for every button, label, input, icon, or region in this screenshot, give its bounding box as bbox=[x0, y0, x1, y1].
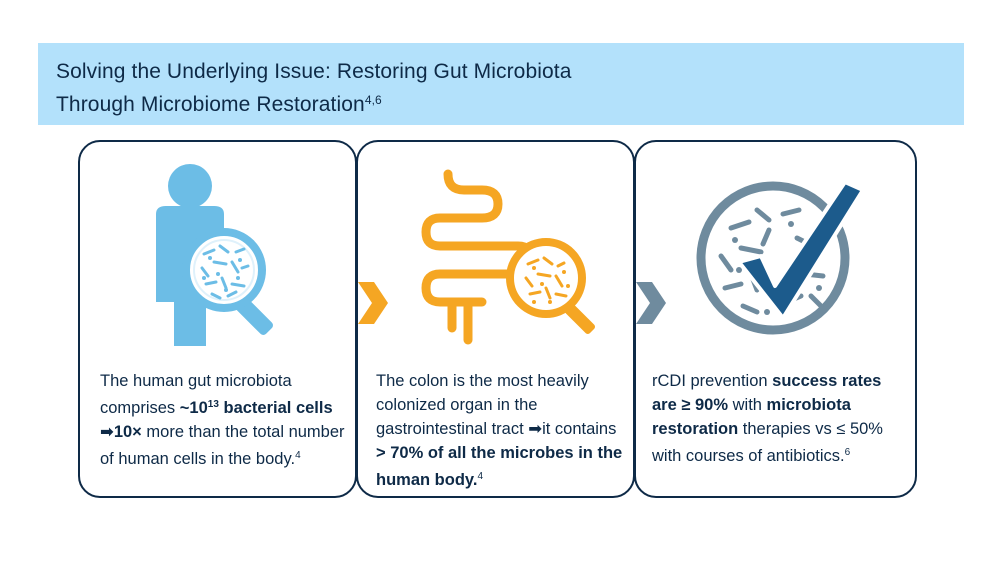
person-magnifier-icon bbox=[156, 164, 273, 346]
chevron-right-icon bbox=[636, 282, 666, 324]
page-title: Solving the Underlying Issue: Restoring … bbox=[56, 58, 571, 119]
card-rcdi-prevention: rCDI prevention success rates are ≥ 90% … bbox=[634, 140, 917, 498]
card-text: rCDI prevention success rates are ≥ 90% … bbox=[652, 369, 907, 468]
text-reference: 6 bbox=[844, 447, 851, 458]
intestine-magnifier-icon bbox=[421, 169, 596, 345]
text-bold: success rates are ≥ 90% bbox=[652, 372, 882, 414]
text-bold-2: microbiota restoration bbox=[652, 396, 851, 438]
text-reference: 4 bbox=[477, 471, 484, 482]
text-plain-2: with bbox=[728, 396, 767, 414]
card-text: The human gut microbiota comprises ~1013… bbox=[100, 369, 345, 471]
title-line-1: Solving the Underlying Issue: Restoring … bbox=[56, 60, 572, 83]
text-plain: rCDI prevention bbox=[652, 372, 773, 390]
text-reference: 4 bbox=[295, 450, 301, 461]
card-text: The colon is the most heavily colonized … bbox=[376, 369, 626, 492]
microbe-checkmark-icon bbox=[696, 180, 865, 335]
chevron-right-icon bbox=[358, 282, 388, 324]
text-bold-value: ~10 bbox=[179, 399, 208, 417]
text-plain: The human gut microbiota comprises bbox=[100, 372, 292, 417]
header-banner: Solving the Underlying Issue: Restoring … bbox=[38, 43, 964, 125]
text-plain-2: more than the total number of human cell… bbox=[100, 423, 345, 468]
text-bold-rest: bacterial cells ➡10× bbox=[100, 399, 333, 441]
text-plain: The colon is the most heavily colonized … bbox=[376, 372, 617, 438]
text-bold: ~1013 bacterial cells ➡10× bbox=[100, 399, 333, 441]
card-colon: The colon is the most heavily colonized … bbox=[356, 140, 635, 498]
text-plain-3: therapies vs ≤ 50% with courses of antib… bbox=[652, 420, 883, 465]
card-gut-microbiota: The human gut microbiota comprises ~1013… bbox=[78, 140, 357, 498]
title-line-2: Through Microbiome Restoration bbox=[56, 93, 365, 116]
text-bold: > 70% of all the microbes in the human b… bbox=[376, 444, 623, 489]
text-exponent: 13 bbox=[207, 399, 219, 410]
title-reference: 4,6 bbox=[364, 93, 382, 107]
